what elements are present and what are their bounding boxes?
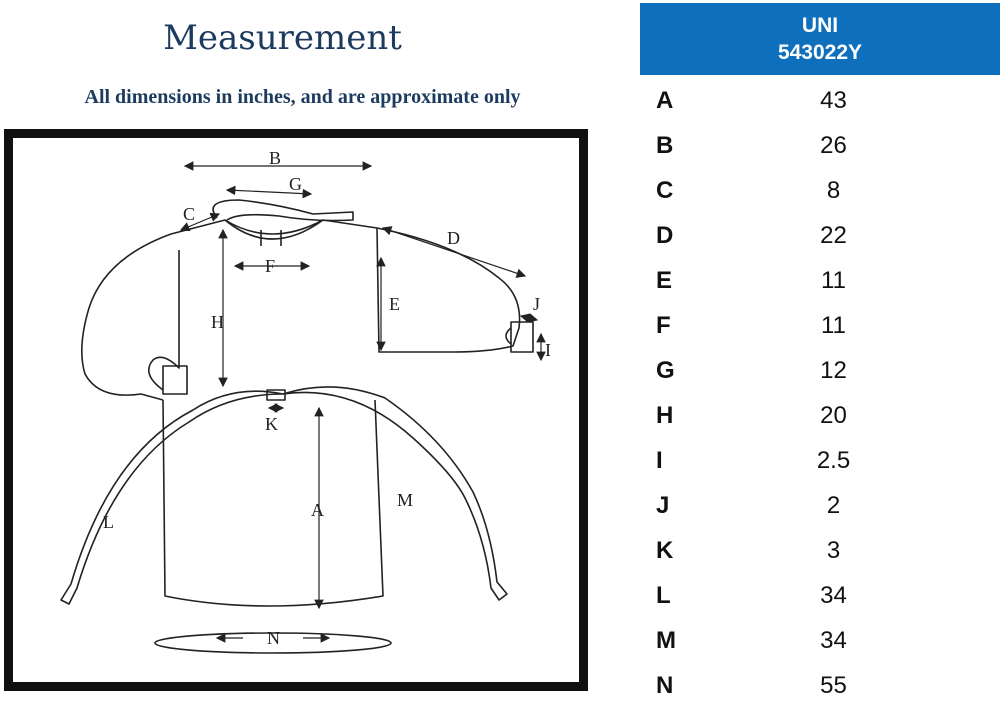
left-cuff	[162, 365, 188, 395]
row-letter: H	[656, 402, 674, 429]
label-j: J	[533, 294, 540, 314]
page-title: Measurement	[163, 18, 402, 58]
table-row: A 43	[640, 77, 1000, 122]
table-row: B 26	[640, 122, 1000, 167]
row-letter: J	[656, 492, 670, 519]
size-header-line1: UNI	[801, 14, 839, 37]
dim-j	[519, 313, 539, 323]
table-row: F 11	[640, 302, 1000, 347]
dim-c	[179, 212, 221, 232]
label-e: E	[389, 294, 400, 314]
row-letter: I	[656, 447, 663, 474]
row-letter: A	[656, 87, 674, 114]
row-value: 8	[826, 177, 841, 204]
label-h: H	[211, 312, 224, 332]
gown-body-outline	[162, 399, 384, 607]
size-header-line2: 543022Y	[777, 41, 863, 64]
row-value: 34	[820, 627, 847, 654]
table-row: G 12	[640, 347, 1000, 392]
table-row: N 55	[640, 662, 1000, 707]
row-value: 26	[820, 132, 847, 159]
row-letter: M	[656, 627, 676, 654]
table-row: I 2.5	[640, 437, 1000, 482]
row-value: 20	[820, 402, 847, 429]
row-letter: E	[656, 267, 673, 294]
table-row: L 34	[640, 572, 1000, 617]
label-d: D	[447, 228, 460, 248]
dim-g	[225, 185, 313, 199]
row-value: 43	[820, 87, 847, 114]
gown-diagram-frame: B G C D F H E J I K A M L N	[4, 129, 588, 691]
waist-tie-left	[60, 390, 284, 605]
row-letter: B	[656, 132, 674, 159]
right-cuff	[510, 321, 534, 353]
gown-neckline	[224, 219, 324, 240]
row-value: 22	[820, 222, 847, 249]
label-a: A	[311, 500, 324, 520]
row-value: 11	[821, 267, 846, 294]
label-k: K	[265, 414, 278, 434]
label-c: C	[183, 204, 195, 224]
dim-d	[381, 226, 527, 278]
left-sleeve	[81, 233, 180, 401]
label-l: L	[103, 512, 114, 532]
row-letter: D	[656, 222, 674, 249]
label-n: N	[267, 628, 280, 648]
row-value: 55	[820, 672, 847, 699]
row-letter: G	[656, 357, 675, 384]
label-f: F	[265, 256, 275, 276]
gown-diagram: B G C D F H E J I K A M L N	[60, 148, 551, 654]
waist-tie-right	[282, 386, 508, 601]
label-g: G	[289, 174, 302, 194]
row-value: 34	[820, 582, 847, 609]
row-value: 2.5	[816, 447, 851, 474]
label-i: I	[545, 340, 551, 360]
table-row: M 34	[640, 617, 1000, 662]
row-letter: N	[656, 672, 674, 699]
label-b: B	[269, 148, 281, 168]
label-m: M	[397, 490, 413, 510]
row-letter: C	[656, 177, 674, 204]
row-letter: F	[656, 312, 671, 339]
row-value: 11	[821, 312, 846, 339]
row-letter: K	[656, 537, 674, 564]
hem-ellipse	[154, 632, 392, 654]
table-row: H 20	[640, 392, 1000, 437]
page-subtitle: All dimensions in inches, and are approx…	[84, 86, 521, 108]
row-value: 2	[826, 492, 841, 519]
table-row: D 22	[640, 212, 1000, 257]
row-value: 3	[826, 537, 841, 564]
row-letter: L	[656, 582, 671, 609]
table-row: E 11	[640, 257, 1000, 302]
row-value: 12	[820, 357, 847, 384]
neck-tie	[212, 199, 354, 222]
gown-shoulders	[170, 219, 378, 235]
size-column-header: UNI 543022Y	[640, 3, 1000, 75]
